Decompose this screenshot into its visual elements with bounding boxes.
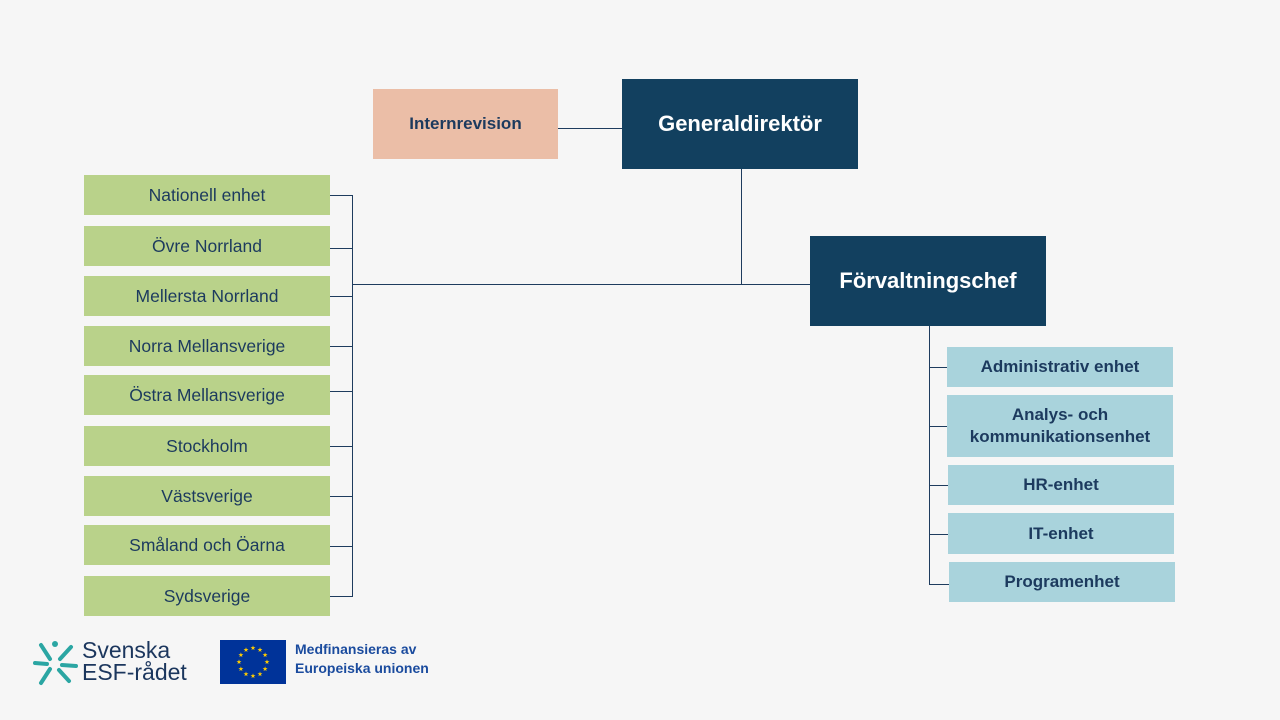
central-unit-label: Analys- och kommunikationsenhet <box>969 405 1151 446</box>
regional-unit-label: Nationell enhet <box>148 184 266 205</box>
regional-unit-box: Sydsverige <box>84 576 330 616</box>
central-unit-box: Analys- och kommunikationsenhet <box>947 395 1173 457</box>
administrative-director-box: Förvaltningschef <box>810 236 1046 326</box>
central-unit-label: Programenhet <box>1004 572 1120 591</box>
regional-unit-box: Stockholm <box>84 426 330 466</box>
eu-logo-line1: Medfinansieras av <box>295 641 417 657</box>
central-unit-label: Administrativ enhet <box>980 357 1140 376</box>
central-unit-box: HR-enhet <box>948 465 1174 505</box>
internal-audit-box: Internrevision <box>373 89 558 159</box>
central-unit-label: IT-enhet <box>1028 523 1094 543</box>
regional-unit-box: Småland och Öarna <box>84 525 330 565</box>
regional-unit-label: Småland och Öarna <box>129 534 285 555</box>
regional-unit-label: Norra Mellansverige <box>128 335 286 356</box>
central-unit-label: HR-enhet <box>1023 475 1099 494</box>
central-unit-box: IT-enhet <box>948 513 1174 554</box>
regional-unit-box: Norra Mellansverige <box>84 326 330 366</box>
regional-unit-box: Västsverige <box>84 476 330 516</box>
regional-unit-label: Västsverige <box>161 485 253 506</box>
regional-unit-box: Östra Mellansverige <box>84 375 330 415</box>
administrative-director-label: Förvaltningschef <box>839 268 1017 293</box>
esf-logo-line1: Svenska <box>82 637 171 663</box>
regional-unit-label: Stockholm <box>166 435 248 456</box>
regional-unit-label: Östra Mellansverige <box>129 384 285 405</box>
director-general-label: Generaldirektör <box>658 111 822 136</box>
eu-logo-line2: Europeiska unionen <box>295 660 429 676</box>
esf-star-icon <box>33 641 78 685</box>
central-unit-box: Programenhet <box>949 562 1175 602</box>
regional-unit-box: Mellersta Norrland <box>84 276 330 316</box>
regional-unit-box: Övre Norrland <box>84 226 330 266</box>
regional-unit-box: Nationell enhet <box>84 175 330 215</box>
eu-flag-icon <box>220 640 286 684</box>
director-general-box: Generaldirektör <box>622 79 858 169</box>
regional-unit-label: Sydsverige <box>163 585 251 606</box>
esf-logo-line2: ESF-rådet <box>82 659 187 685</box>
regional-unit-label: Övre Norrland <box>152 235 262 256</box>
central-unit-box: Administrativ enhet <box>947 347 1173 387</box>
regional-unit-label: Mellersta Norrland <box>135 285 279 306</box>
internal-audit-label: Internrevision <box>409 114 522 133</box>
